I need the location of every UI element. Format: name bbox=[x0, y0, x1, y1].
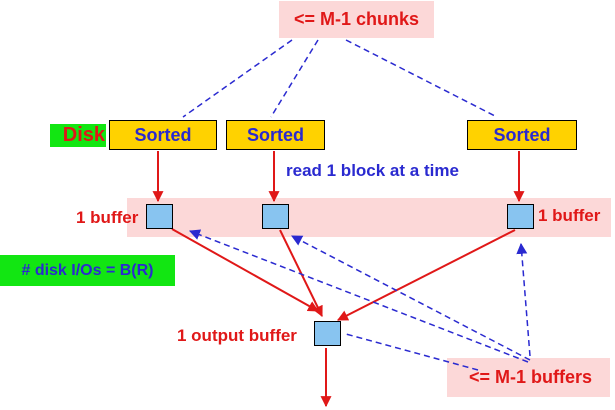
buffers-label-text: <= M-1 buffers bbox=[468, 367, 593, 387]
input-buffer-3 bbox=[507, 204, 534, 229]
merge-arrow-2 bbox=[279, 229, 323, 317]
sorted-chunk-3: Sorted bbox=[467, 120, 577, 150]
chunk-link-1 bbox=[182, 39, 293, 118]
buffer-link-1 bbox=[188, 229, 529, 363]
sorted-chunk-1-label: Sorted bbox=[134, 124, 192, 145]
sorted-chunk-1: Sorted bbox=[109, 120, 217, 150]
buffer-link-3 bbox=[516, 242, 531, 357]
buffers-label: <= M-1 buffers bbox=[447, 358, 610, 397]
merge-arrow-1 bbox=[171, 228, 319, 312]
sorted-chunk-2: Sorted bbox=[226, 120, 325, 150]
disk-io-label: # disk I/Os = B(R) bbox=[0, 255, 175, 286]
buffer-link-2 bbox=[291, 235, 531, 361]
chunk-link-3 bbox=[345, 39, 498, 118]
input-buffer-1 bbox=[146, 204, 173, 229]
disk-label-text: Disk bbox=[62, 124, 105, 146]
disk-label: Disk bbox=[50, 124, 106, 147]
sorted-chunk-3-label: Sorted bbox=[493, 124, 551, 145]
input-buffer-2 bbox=[262, 204, 289, 229]
sorted-chunk-2-label: Sorted bbox=[246, 124, 304, 145]
output-buffer-label: 1 output buffer bbox=[177, 326, 297, 345]
read-block-label: read 1 block at a time bbox=[286, 161, 459, 180]
buffer-label-left: 1 buffer bbox=[76, 208, 139, 227]
buffer-label-right: 1 buffer bbox=[538, 206, 601, 225]
merge-arrow-3 bbox=[337, 229, 516, 321]
disk-io-label-text: # disk I/Os = B(R) bbox=[21, 261, 154, 279]
chunks-label-text: <= M-1 chunks bbox=[293, 9, 420, 29]
output-buffer bbox=[314, 321, 341, 346]
buffer-link-output bbox=[345, 333, 479, 371]
chunks-label: <= M-1 chunks bbox=[279, 1, 434, 38]
chunk-link-2 bbox=[270, 39, 319, 118]
